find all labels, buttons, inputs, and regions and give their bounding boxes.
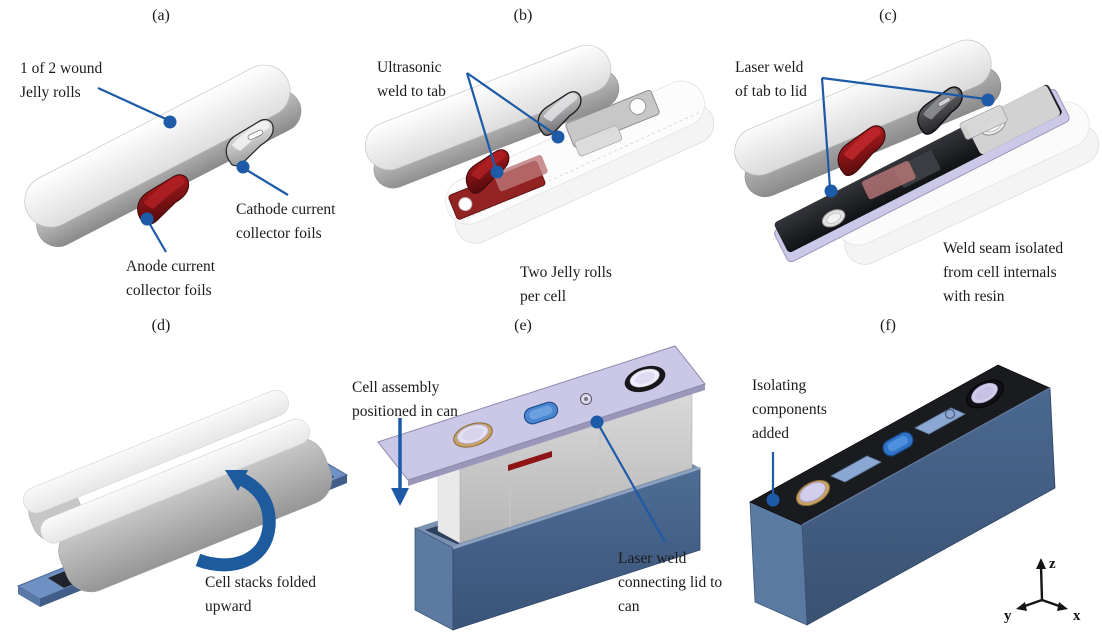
leader-lines bbox=[97, 86, 289, 253]
isolator-strip-left bbox=[830, 455, 882, 483]
panel-b: (b) Ultrasonic weld to tab Two Jelly rol… bbox=[360, 0, 725, 310]
anode-tab bbox=[137, 174, 190, 226]
anode-tab bbox=[465, 149, 510, 194]
leader-dots bbox=[140, 115, 250, 226]
cell-stack-front bbox=[40, 418, 333, 593]
panel-e-illustration bbox=[377, 345, 706, 631]
cathode-tab-flag bbox=[574, 125, 623, 157]
label-ultrasonic-weld: Ultrasonic weld to tab bbox=[377, 59, 446, 101]
leader-line bbox=[766, 452, 780, 507]
panel-d-tag: (d) bbox=[151, 317, 171, 334]
cathode-tab-plate bbox=[565, 89, 660, 148]
panel-c: (c) Laser weld of tab to lid Weld seam i… bbox=[725, 0, 1102, 310]
panel-e-tag: (e) bbox=[514, 317, 532, 334]
leader-dots bbox=[824, 93, 995, 198]
fold-arrow bbox=[195, 470, 276, 572]
label-resin: Weld seam isolated from cell internals w… bbox=[943, 240, 1064, 306]
panel-c-illustration bbox=[734, 39, 1100, 265]
panel-d: (d) Cell stacks folded upward bbox=[0, 310, 360, 633]
label-anode-foils: Anode current collector foils bbox=[126, 258, 216, 300]
label-laser-weld-tab: Laser weld of tab to lid bbox=[735, 59, 807, 101]
vent bbox=[882, 431, 914, 457]
insert-arrow bbox=[391, 418, 409, 506]
axis-x-label: x bbox=[1073, 608, 1081, 624]
cathode-tab bbox=[225, 119, 274, 167]
negative-terminal bbox=[453, 422, 493, 448]
fill-hole bbox=[580, 393, 592, 405]
label-two-rolls: Two Jelly rolls per cell bbox=[520, 264, 612, 306]
panel-b-illustration bbox=[364, 44, 715, 244]
leader-dots bbox=[490, 130, 565, 179]
leader-lines bbox=[465, 72, 557, 171]
axis-triad bbox=[1016, 558, 1068, 611]
isolator-strip-right bbox=[914, 407, 966, 435]
faded-anode-flag bbox=[861, 161, 916, 200]
label-jelly-roll: 1 of 2 wound Jelly rolls bbox=[20, 60, 103, 102]
label-positioned-in-can: Cell assembly positioned in can bbox=[352, 379, 458, 421]
label-laser-weld-can: Laser weld connecting lid to can bbox=[618, 550, 723, 616]
fill-hole bbox=[944, 408, 956, 420]
panel-c-tag: (c) bbox=[879, 7, 897, 24]
positive-terminal bbox=[624, 365, 666, 393]
axis-z-label: z bbox=[1049, 556, 1056, 572]
leader-lines bbox=[820, 76, 987, 189]
panel-f-tag: (f) bbox=[880, 317, 896, 334]
panel-b-tag: (b) bbox=[513, 7, 533, 24]
panel-f: z y x (f) Isolating components added bbox=[725, 310, 1102, 633]
label-isolating-components: Isolating components added bbox=[752, 377, 827, 443]
anode-tab-plate bbox=[448, 154, 548, 220]
gray-flag bbox=[959, 105, 1008, 140]
panel-e: (e) Cell assembly positioned in can Lase… bbox=[352, 310, 725, 633]
finished-cell bbox=[749, 364, 1056, 626]
cell-lid bbox=[377, 345, 706, 486]
label-cathode-foils: Cathode current collector foils bbox=[236, 201, 336, 243]
cathode-tab bbox=[537, 91, 582, 136]
panel-f-illustration: z y x bbox=[749, 364, 1081, 626]
panel-a-illustration bbox=[24, 64, 302, 253]
panel-d-illustration bbox=[16, 390, 349, 607]
axis-y-label: y bbox=[1004, 608, 1012, 624]
label-folded-upward: Cell stacks folded upward bbox=[205, 574, 317, 616]
negative-terminal bbox=[795, 479, 831, 507]
positive-terminal bbox=[966, 379, 1004, 409]
vent bbox=[523, 401, 559, 425]
panel-a: (a) 1 of 2 wound Jelly rolls Cathode cur… bbox=[0, 0, 360, 310]
panel-a-tag: (a) bbox=[152, 7, 170, 24]
red-seal-sliver bbox=[508, 451, 552, 471]
can-body bbox=[414, 466, 701, 631]
anode-tab bbox=[837, 125, 886, 177]
leader-line bbox=[590, 415, 666, 543]
